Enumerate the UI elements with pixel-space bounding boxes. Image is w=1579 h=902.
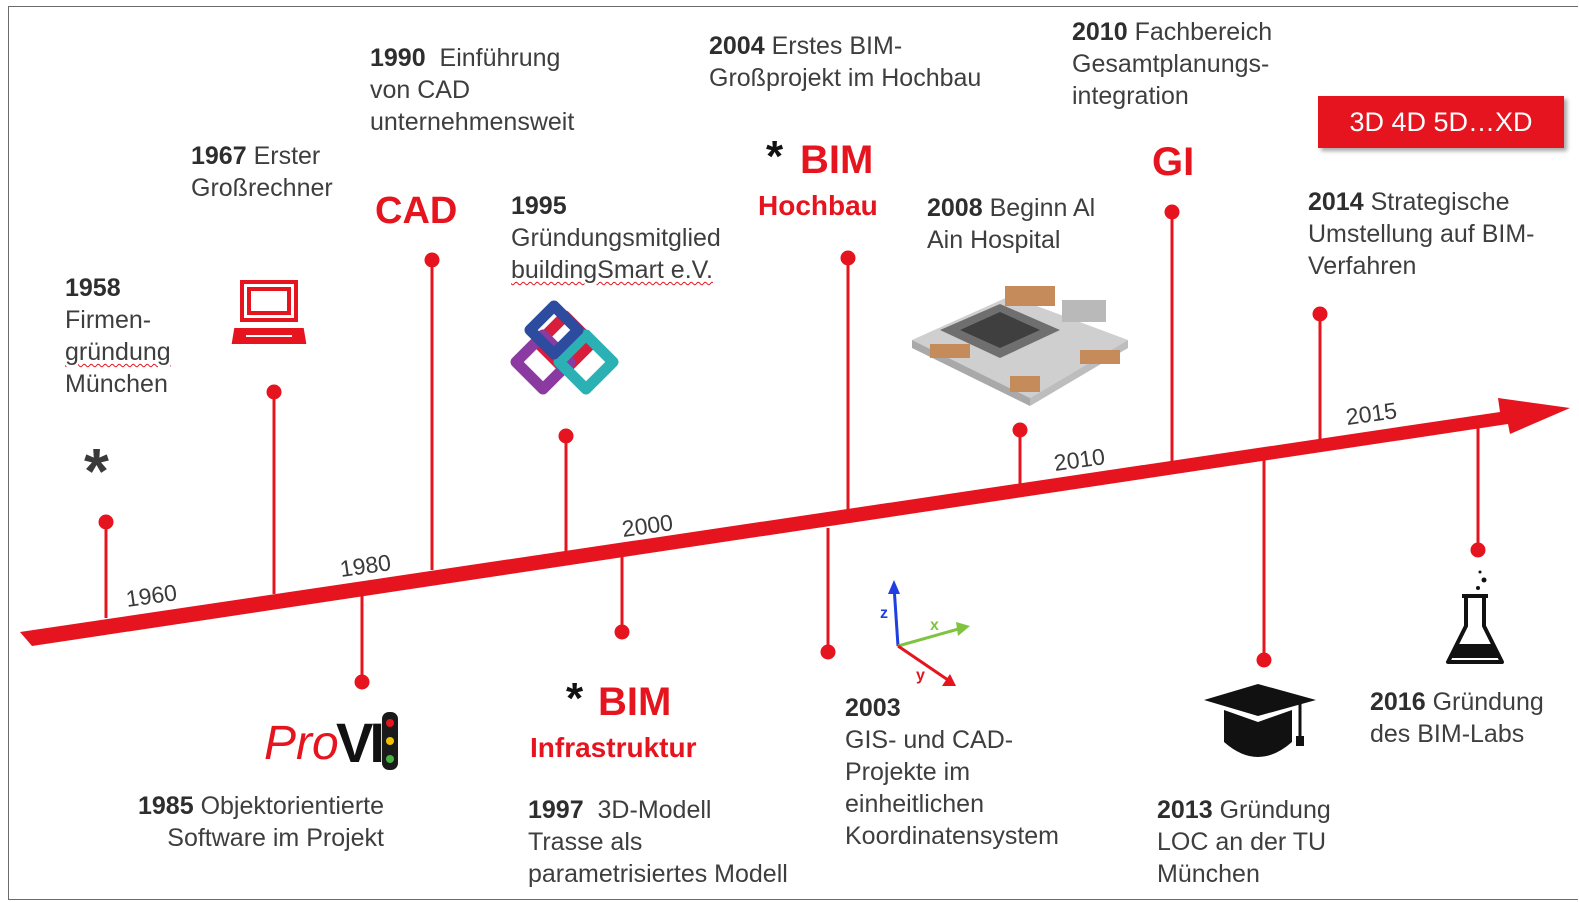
asterisk-icon: * [84,435,109,507]
event-1990-line3: unternehmensweit [370,108,575,136]
event-1990-line2: von CAD [370,76,471,104]
provi-traffic-light [382,712,398,770]
axis-y-label: y [916,667,925,684]
event-1990-line1: Einführung [439,44,561,72]
event-2016-year: 2016 [1370,688,1426,716]
dimensions-badge: 3D 4D 5D…XD [1318,96,1564,148]
event-2008: 2008 Beginn Al Ain Hospital [927,192,1095,256]
event-2010: 2010 Fachbereich Gesamtplanungs- integra… [1072,16,1272,112]
event-2016-line1: Gründung [1432,688,1544,716]
event-2014-line1: Strategische [1370,188,1510,216]
event-1990-year: 1990 [370,44,426,72]
event-1995-line2: buildingSmart e.V. [511,256,713,284]
event-1997-line2: Trasse als [528,828,643,856]
event-1958: 1958 Firmen- gründung München [65,272,171,400]
event-2004: 2004 Erstes BIM- Großprojekt im Hochbau [709,30,981,94]
bim-infra-subtitle: Infrastruktur [530,732,697,763]
stems-below [354,428,1486,690]
event-2003: 2003 GIS- und CAD- Projekte im einheitli… [845,692,1059,852]
frame-border [8,6,1578,900]
bim-infra-star: * [566,674,584,723]
event-1997: 1997 3D-Modell Trasse als parametrisiert… [528,794,788,890]
event-2016-line2: des BIM-Labs [1370,720,1525,748]
buildingsmart-logo [510,300,619,395]
bim-hochbau-title: BIM [800,138,874,182]
computer-icon [231,280,307,344]
event-1985: 1985 Objektorientierte Software im Proje… [138,790,384,854]
event-1997-line3: parametrisiertes Modell [528,860,788,888]
event-1958-line3: München [65,370,168,398]
event-1967-year: 1967 [191,142,247,170]
event-2014-line3: Verfahren [1308,252,1417,280]
event-2014-line2: Umstellung auf BIM- [1308,220,1535,248]
event-1995-line1: Gründungsmitglied [511,224,721,252]
axis-z-label: z [880,605,888,622]
event-2010-line2: Gesamtplanungs- [1072,50,1270,78]
event-2004-line1: Erstes BIM- [771,32,903,60]
hospital-model-image [912,286,1128,406]
event-2013-line2: LOC an der TU [1157,828,1327,856]
provi-logo-pro: Pro [264,717,339,770]
event-2003-year: 2003 [845,694,901,722]
stems-above [98,204,1328,618]
cad-label: CAD [375,190,458,232]
event-1985-year: 1985 [138,792,194,820]
event-1967-line2: Großrechner [191,174,333,202]
event-2004-year: 2004 [709,32,765,60]
event-2003-line4: Koordinatensystem [845,822,1060,850]
event-2014-year: 2014 [1308,188,1364,216]
event-2010-line1: Fachbereich [1134,18,1273,46]
event-1985-line1: Objektorientierte [200,792,385,820]
event-2016: 2016 Gründung des BIM-Labs [1370,686,1544,750]
event-1985-line2: Software im Projekt [167,824,385,852]
event-2014: 2014 Strategische Umstellung auf BIM- Ve… [1308,186,1534,282]
event-2003-line3: einheitlichen [845,790,984,818]
event-1990: 1990 Einführung von CAD unternehmensweit [370,42,574,138]
event-1967: 1967 Erster Großrechner [191,140,333,204]
event-2013-line1: Gründung [1219,796,1331,824]
timeline-arrow [20,398,1570,646]
event-2008-line2: Ain Hospital [927,226,1061,254]
event-2013-year: 2013 [1157,796,1213,824]
event-1967-line1: Erster [253,142,321,170]
event-2008-line1: Beginn Al [989,194,1096,222]
gi-label: GI [1152,140,1195,184]
event-2010-year: 2010 [1072,18,1128,46]
event-1958-year: 1958 [65,274,121,302]
graduation-cap-icon [1204,684,1316,757]
event-1958-line1: Firmen- [65,306,152,334]
event-2003-line2: Projekte im [845,758,971,786]
event-2008-year: 2008 [927,194,983,222]
event-1997-line1: 3D-Modell [597,796,712,824]
flask-icon [1446,570,1504,664]
event-2010-line3: integration [1072,82,1189,110]
event-2013-line3: München [1157,860,1260,888]
axis-x-label: x [930,617,939,634]
event-2003-line1: GIS- und CAD- [845,726,1014,754]
event-1958-line2: gründung [65,338,171,366]
event-1997-year: 1997 [528,796,584,824]
event-1995: 1995 Gründungsmitglied buildingSmart e.V… [511,190,721,286]
event-2013: 2013 Gründung LOC an der TU München [1157,794,1331,890]
bim-infra-title: BIM [598,680,672,724]
coordinate-axes-icon [888,580,970,686]
event-1995-year: 1995 [511,192,567,220]
bim-hochbau-star: * [766,132,784,181]
provi-logo-vi: VI [336,711,385,774]
bim-hochbau-subtitle: Hochbau [758,190,878,221]
event-2004-line2: Großprojekt im Hochbau [709,64,982,92]
